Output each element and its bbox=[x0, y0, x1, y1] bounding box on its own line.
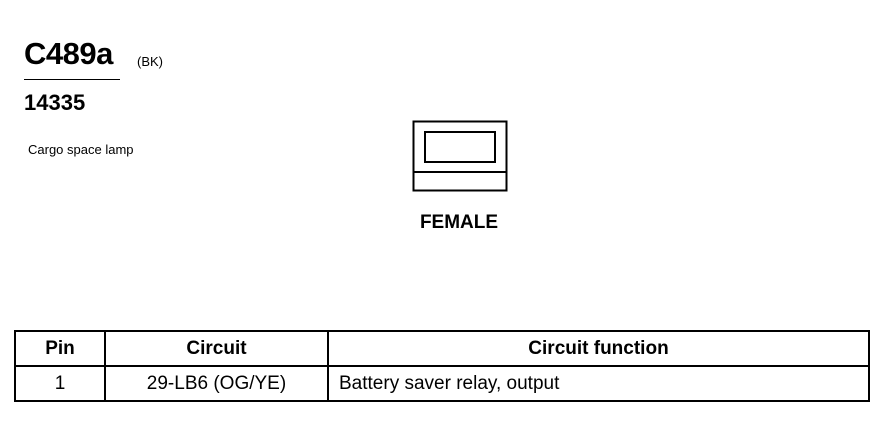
connector-gender-label: FEMALE bbox=[419, 212, 499, 233]
connector-color-code: (BK) bbox=[137, 54, 163, 69]
header-pin: Pin bbox=[14, 330, 106, 367]
header-circuit-function: Circuit function bbox=[327, 330, 870, 367]
circuit-cell: 29-LB6 (OG/YE) bbox=[104, 365, 329, 402]
connector-cavity bbox=[424, 131, 496, 163]
table-row: 1 29-LB6 (OG/YE) Battery saver relay, ou… bbox=[14, 365, 870, 402]
header-circuit: Circuit bbox=[104, 330, 329, 367]
pin-table: Pin Circuit Circuit function 1 29-LB6 (O… bbox=[14, 330, 870, 402]
circuit-function-cell: Battery saver relay, output bbox=[327, 365, 870, 402]
part-number: 14335 bbox=[24, 90, 86, 115]
pin-number-cell: 1 bbox=[14, 365, 106, 402]
table-header-row: Pin Circuit Circuit function bbox=[14, 330, 870, 367]
connector-face-diagram bbox=[412, 120, 508, 192]
connector-id: C489a bbox=[24, 36, 113, 71]
connector-description: Cargo space lamp bbox=[28, 142, 134, 157]
title-underline bbox=[24, 79, 120, 80]
